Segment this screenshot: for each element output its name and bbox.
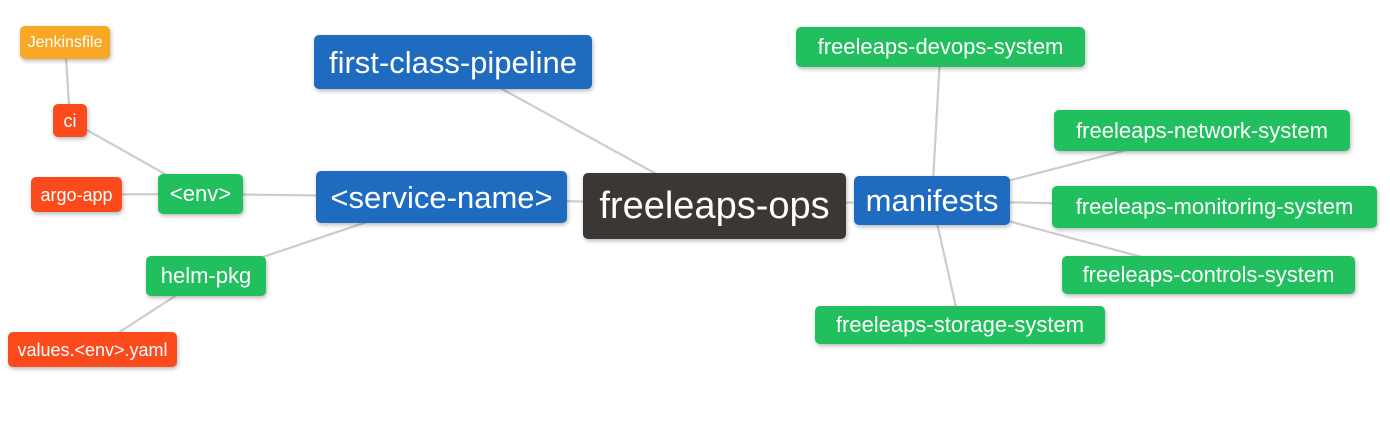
node-label: first-class-pipeline bbox=[328, 44, 578, 80]
node-label: Jenkinsfile bbox=[27, 33, 103, 51]
node-jenkinsfile[interactable]: Jenkinsfile bbox=[20, 26, 110, 59]
node-label: freeleaps-devops-system bbox=[817, 34, 1064, 59]
node-argo-app[interactable]: argo-app bbox=[31, 177, 122, 212]
node-label: freeleaps-network-system bbox=[1076, 117, 1328, 143]
node-ci[interactable]: ci bbox=[53, 104, 87, 137]
node-network-system[interactable]: freeleaps-network-system bbox=[1054, 110, 1350, 151]
node-controls-system[interactable]: freeleaps-controls-system bbox=[1062, 256, 1355, 294]
node-monitoring-system[interactable]: freeleaps-monitoring-system bbox=[1052, 186, 1377, 228]
node-label: <service-name> bbox=[330, 179, 553, 215]
node-env[interactable]: <env> bbox=[158, 174, 243, 214]
node-label: freeleaps-storage-system bbox=[835, 312, 1085, 337]
node-label: <env> bbox=[169, 181, 232, 206]
node-label: manifests bbox=[865, 183, 999, 218]
node-helm-pkg[interactable]: helm-pkg bbox=[146, 256, 266, 296]
node-storage-system[interactable]: freeleaps-storage-system bbox=[815, 306, 1105, 344]
node-label: helm-pkg bbox=[160, 263, 252, 288]
node-devops-system[interactable]: freeleaps-devops-system bbox=[796, 27, 1085, 67]
node-first-class-pipeline[interactable]: first-class-pipeline bbox=[314, 35, 592, 89]
node-label: freeleaps-monitoring-system bbox=[1075, 194, 1354, 219]
node-label: freeleaps-ops bbox=[599, 185, 830, 227]
node-label: argo-app bbox=[40, 184, 113, 205]
node-freeleaps-ops-root[interactable]: freeleaps-ops bbox=[583, 173, 846, 239]
node-service-name[interactable]: <service-name> bbox=[316, 171, 567, 223]
node-label: values.<env>.yaml bbox=[17, 339, 168, 360]
node-label: freeleaps-controls-system bbox=[1082, 262, 1335, 287]
edge-manifests-devops-system bbox=[930, 46, 942, 201]
node-label: ci bbox=[63, 110, 77, 131]
node-values-env-yaml[interactable]: values.<env>.yaml bbox=[8, 332, 177, 367]
node-manifests[interactable]: manifests bbox=[854, 176, 1010, 225]
